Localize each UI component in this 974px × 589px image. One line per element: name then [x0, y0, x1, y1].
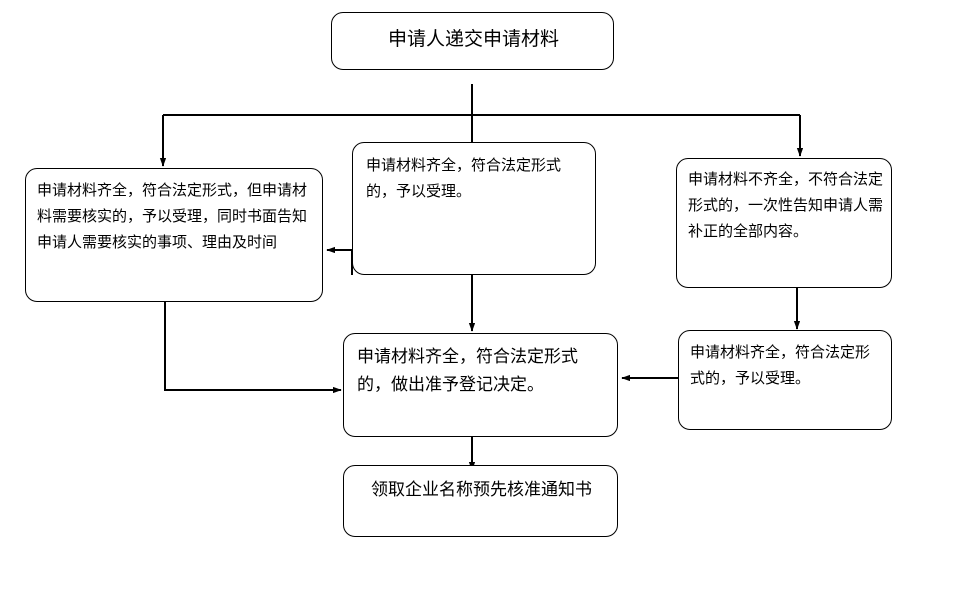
node-approve-registration-label: 申请材料齐全，符合法定形式的，做出准予登记决定。 [357, 347, 578, 395]
node-incomplete-notify-label: 申请材料不齐全，不符合法定形式的，一次性告知申请人需补正的全部内容。 [688, 170, 884, 240]
node-accept-need-verify[interactable]: 申请材料齐全，符合法定形式，但申请材料需要核实的，予以受理，同时书面告知申请人需… [25, 168, 323, 302]
node-accept-after-correction-label: 申请材料齐全，符合法定形式的，予以受理。 [690, 343, 871, 387]
node-approve-registration[interactable]: 申请材料齐全，符合法定形式的，做出准予登记决定。 [343, 333, 618, 437]
edge-accept-need-verify-to-approve-registration [164, 302, 342, 394]
node-receive-notice[interactable]: 领取企业名称预先核准通知书 [343, 465, 618, 537]
node-accept-after-correction[interactable]: 申请材料齐全，符合法定形式的，予以受理。 [678, 330, 892, 430]
node-submit[interactable]: 申请人递交申请材料 [331, 12, 614, 70]
edge-accept-complete-to-accept-need-verify [326, 246, 353, 275]
node-accept-need-verify-label: 申请材料齐全，符合法定形式，但申请材料需要核实的，予以受理，同时书面告知申请人需… [37, 181, 308, 251]
node-submit-label: 申请人递交申请材料 [387, 28, 559, 50]
node-accept-complete[interactable]: 申请材料齐全，符合法定形式的，予以受理。 [352, 142, 596, 275]
node-accept-complete-label: 申请材料齐全，符合法定形式的，予以受理。 [366, 156, 562, 200]
node-incomplete-notify[interactable]: 申请材料不齐全，不符合法定形式的，一次性告知申请人需补正的全部内容。 [676, 158, 892, 288]
node-receive-notice-label: 领取企业名称预先核准通知书 [371, 480, 592, 500]
